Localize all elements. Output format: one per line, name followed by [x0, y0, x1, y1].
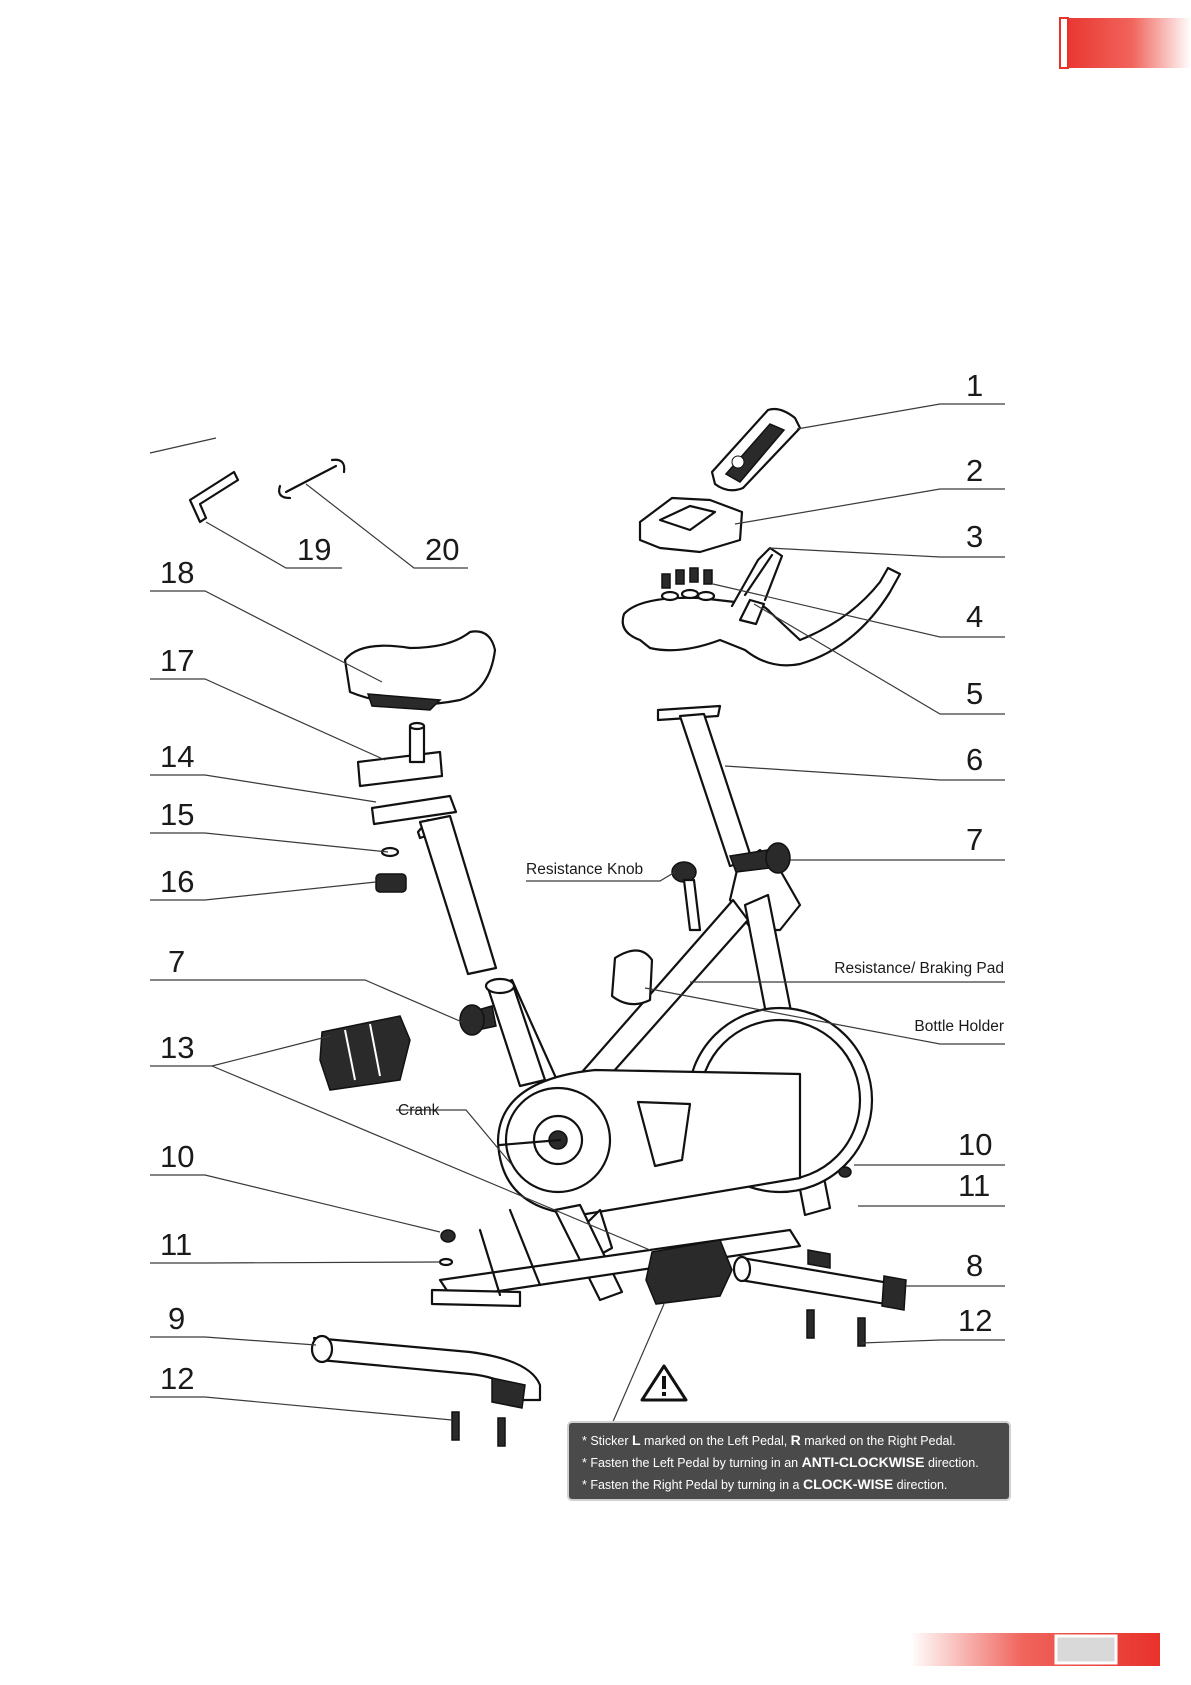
- console-part: [710, 407, 802, 492]
- bolts-part: [660, 567, 716, 602]
- warning-box: * Sticker L marked on the Left Pedal, R …: [567, 1421, 1011, 1501]
- callout-15: 15: [160, 797, 194, 832]
- callout-1: 1: [966, 368, 983, 403]
- label-crank: Crank: [398, 1102, 440, 1119]
- callout-9: 9: [168, 1301, 185, 1336]
- callout-7-left: 7: [168, 944, 185, 979]
- front-stabilizer-part: [310, 1334, 542, 1409]
- callout-10-right: 10: [958, 1127, 992, 1162]
- callout-3: 3: [966, 519, 983, 554]
- callout-10-left: 10: [160, 1139, 194, 1174]
- washer-part: [380, 846, 400, 858]
- callout-11-right: 11: [958, 1168, 990, 1203]
- callout-13: 13: [160, 1030, 194, 1065]
- pedal-part-right: [645, 1239, 733, 1305]
- foot-bolts-part: [451, 1309, 866, 1447]
- callout-11-left: 11: [160, 1227, 192, 1262]
- handlebar-part: [621, 546, 902, 667]
- allen-key-part: [188, 470, 240, 524]
- pedal-part-left: [319, 1015, 411, 1091]
- callout-14: 14: [160, 739, 194, 774]
- callout-4: 4: [966, 599, 983, 634]
- callout-5: 5: [966, 676, 983, 711]
- callout-20: 20: [425, 532, 459, 567]
- callout-12-right: 12: [958, 1303, 992, 1338]
- callout-numbers: 1 2 3 4 5 6 7 10 11 8 12 19 20 18 17 14 …: [160, 368, 992, 1396]
- seat-slider-part: [356, 721, 444, 788]
- leader-lines: [149, 403, 1005, 1441]
- rear-stabilizer-part: [732, 1249, 907, 1311]
- bushing-part: [375, 873, 407, 893]
- nut-washer-part: [438, 1166, 852, 1267]
- callout-19: 19: [297, 532, 331, 567]
- warning-triangle-icon: [640, 1364, 688, 1402]
- callout-16: 16: [160, 864, 194, 899]
- warning-line-2: * Fasten the Left Pedal by turning in an…: [582, 1454, 979, 1470]
- handlebar-post-part: [656, 704, 754, 868]
- label-resistance-knob: Resistance Knob: [526, 861, 643, 878]
- warning-line-3: * Fasten the Right Pedal by turning in a…: [582, 1476, 947, 1492]
- label-bottle-holder: Bottle Holder: [914, 1018, 1004, 1035]
- warning-line-1: * Sticker L marked on the Left Pedal, R …: [582, 1432, 956, 1448]
- callout-8: 8: [966, 1248, 983, 1283]
- callout-2: 2: [966, 453, 983, 488]
- callout-7-right: 7: [966, 822, 983, 857]
- bike-frame-part: [430, 848, 874, 1308]
- wrench-part: [278, 458, 346, 500]
- part-labels: Resistance Knob Resistance/ Braking Pad …: [398, 861, 1004, 1119]
- label-braking-pad: Resistance/ Braking Pad: [834, 960, 1004, 977]
- footer-tab: [910, 1633, 1160, 1666]
- header-tab: [1059, 17, 1191, 69]
- callout-12-left: 12: [160, 1361, 194, 1396]
- saddle-part: [343, 630, 497, 711]
- seat-post-part: [370, 794, 547, 1088]
- bottle-holder-part: [610, 949, 654, 1006]
- callout-18: 18: [160, 555, 194, 590]
- adjust-knob-part: [459, 842, 791, 1036]
- callout-6: 6: [966, 742, 983, 777]
- resistance-knob-part: [671, 861, 702, 932]
- callout-17: 17: [160, 643, 194, 678]
- console-bracket-part: [638, 496, 744, 554]
